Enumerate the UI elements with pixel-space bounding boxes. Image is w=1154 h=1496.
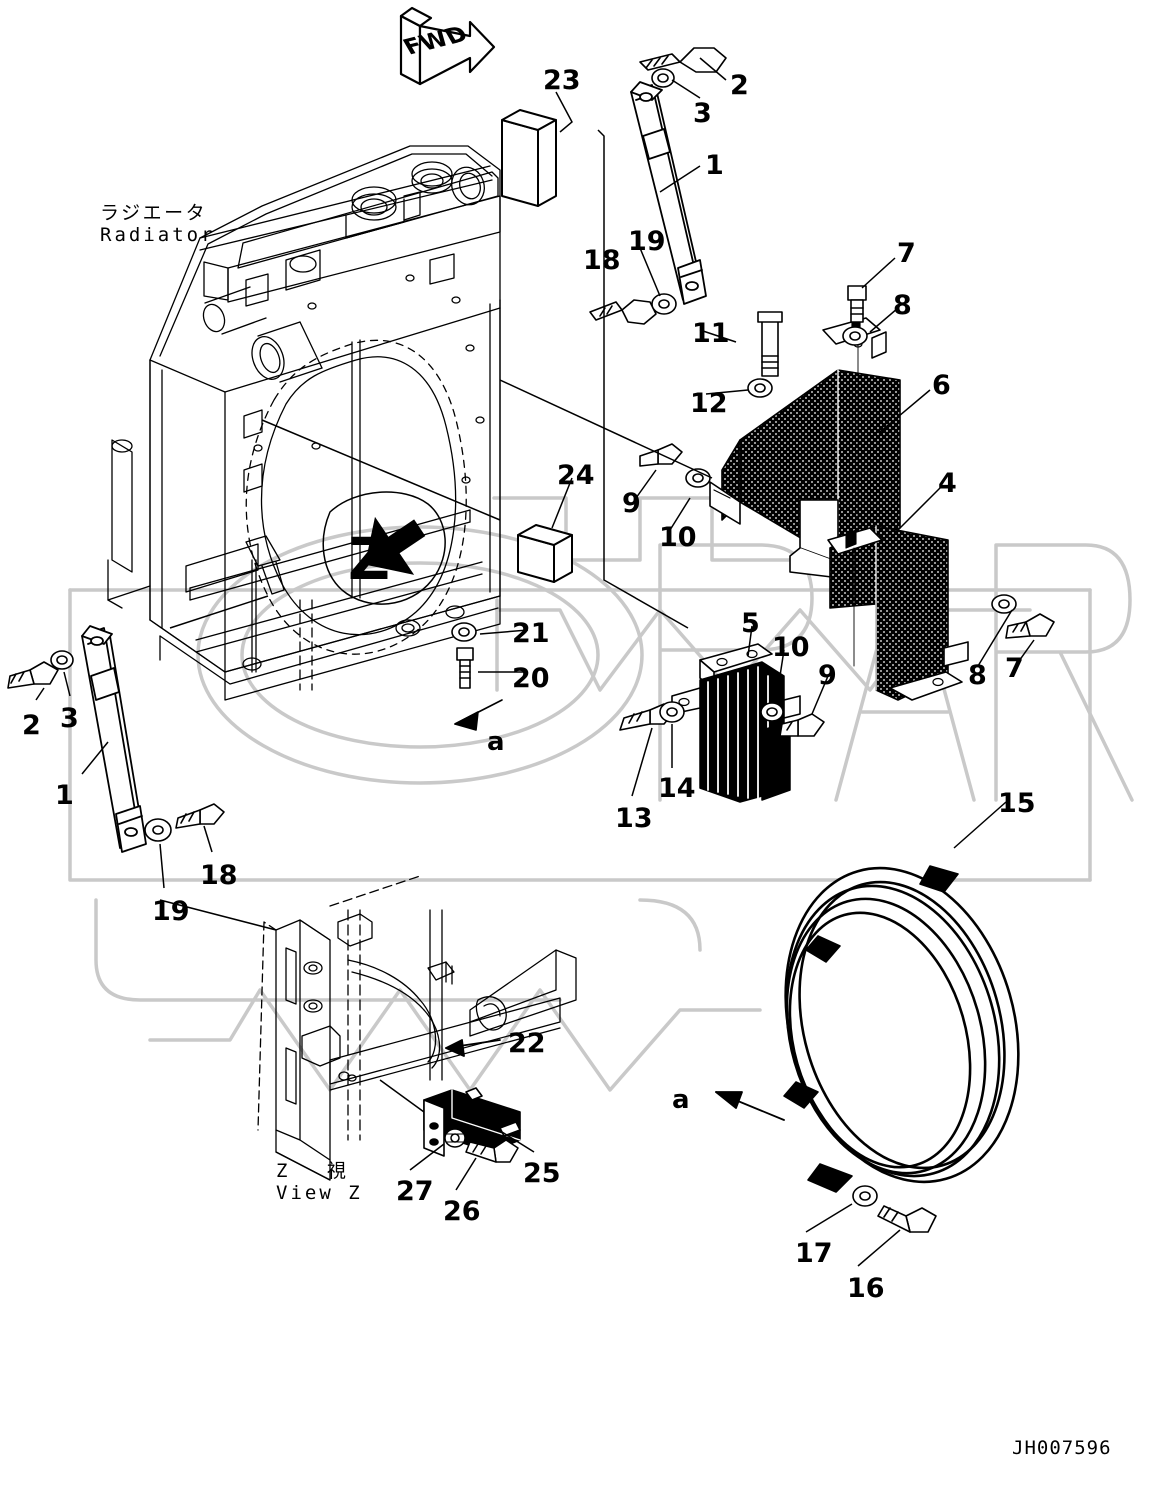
- view-z-label-jp: Z 視: [276, 1160, 360, 1182]
- callout-10: 10: [659, 522, 697, 553]
- callout-25: 25: [523, 1158, 561, 1189]
- callout-7: 7: [897, 238, 916, 269]
- callout-19: 19: [152, 896, 190, 927]
- callout-2: 2: [730, 70, 749, 101]
- part-1-stay-bar-right: [630, 81, 707, 305]
- ref-arrow-a-lower: [715, 1091, 785, 1121]
- part-19-washer-left: [144, 818, 172, 842]
- callout-17: 17: [795, 1238, 833, 1269]
- assembly-label-en: Radiator: [100, 224, 216, 246]
- callout-24: 24: [557, 460, 595, 491]
- ref-arrow-a-upper: [454, 699, 503, 731]
- part-26-bolt: [465, 1139, 519, 1163]
- ref-marker-a-upper: a: [487, 727, 505, 757]
- part-15-fan-shroud: [784, 866, 1020, 1184]
- view-z-label-en: View Z: [276, 1182, 363, 1204]
- ref-marker-a-lower: a: [672, 1085, 690, 1115]
- callout-27: 27: [396, 1176, 434, 1207]
- part-19-washer: [651, 293, 677, 315]
- callout-13: 13: [615, 803, 653, 834]
- callout-6: 6: [932, 370, 951, 401]
- view-z-detail: [257, 875, 577, 1181]
- section-z-letter: Z: [348, 525, 391, 593]
- part-23-block: [501, 109, 557, 207]
- callout-1: 1: [55, 780, 74, 811]
- callout-3: 3: [693, 98, 712, 129]
- callout-26: 26: [443, 1196, 481, 1227]
- callout-9: 9: [818, 660, 837, 691]
- part-3-washer-left: [50, 650, 74, 670]
- part-4-cooler: [827, 525, 969, 701]
- part-16-bolt: [877, 1205, 937, 1233]
- part-12-washer: [747, 378, 773, 398]
- part-2-bolt-left: [7, 661, 59, 689]
- callout-2: 2: [22, 710, 41, 741]
- callout-22: 22: [508, 1028, 546, 1059]
- part-5-cooler: [671, 643, 801, 803]
- part-7-bolt-upper: [847, 285, 867, 323]
- part-17-washer: [852, 1185, 878, 1207]
- callout-15: 15: [998, 788, 1036, 819]
- part-8-washer-upper: [842, 326, 868, 346]
- part-8-washer-lower: [991, 594, 1017, 614]
- part-27-washer: [444, 1128, 466, 1148]
- part-24-cube: [517, 524, 573, 583]
- drawing-number: JH007596: [1012, 1437, 1112, 1459]
- section-z-marker: [322, 491, 446, 605]
- part-15-mount-tabs: [783, 865, 959, 1193]
- callout-4: 4: [938, 468, 957, 499]
- callout-18: 18: [200, 860, 238, 891]
- part-11-bolt: [757, 311, 783, 377]
- callout-1: 1: [705, 150, 724, 181]
- callout-5: 5: [741, 608, 760, 639]
- callout-21: 21: [512, 618, 550, 649]
- part-10-washer-lower: [760, 702, 784, 722]
- callout-10: 10: [772, 632, 810, 663]
- part-2-bolt: [639, 47, 727, 73]
- callout-20: 20: [512, 663, 550, 694]
- callout-12: 12: [690, 388, 728, 419]
- callout-8: 8: [968, 660, 987, 691]
- part-9-bolt-lower: [779, 713, 825, 737]
- part-3-washer: [651, 68, 675, 88]
- ref-arrow-22: [445, 1039, 501, 1057]
- part-18-bolt-left: [175, 803, 225, 829]
- part-9-bolt-upper: [639, 443, 683, 467]
- callout-16: 16: [847, 1273, 885, 1304]
- assembly-label-jp: ラジエータ: [100, 202, 208, 224]
- part-1-stay-bar-left: [81, 625, 147, 853]
- part-14-washer: [659, 701, 685, 723]
- fwd-arrow-icon: [399, 6, 496, 86]
- callout-8: 8: [893, 290, 912, 321]
- part-18-bolt: [589, 299, 657, 325]
- part-7-bolt-lower: [1005, 613, 1055, 639]
- part-20-bolt: [456, 647, 474, 689]
- callout-7: 7: [1005, 653, 1024, 684]
- callout-3: 3: [60, 703, 79, 734]
- callout-11: 11: [692, 318, 730, 349]
- callout-23: 23: [543, 65, 581, 96]
- part-21-washer: [451, 622, 477, 642]
- callout-14: 14: [658, 773, 696, 804]
- callout-19: 19: [628, 226, 666, 257]
- radiator-assembly: [107, 145, 501, 701]
- callout-9: 9: [622, 488, 641, 519]
- callout-18: 18: [583, 245, 621, 276]
